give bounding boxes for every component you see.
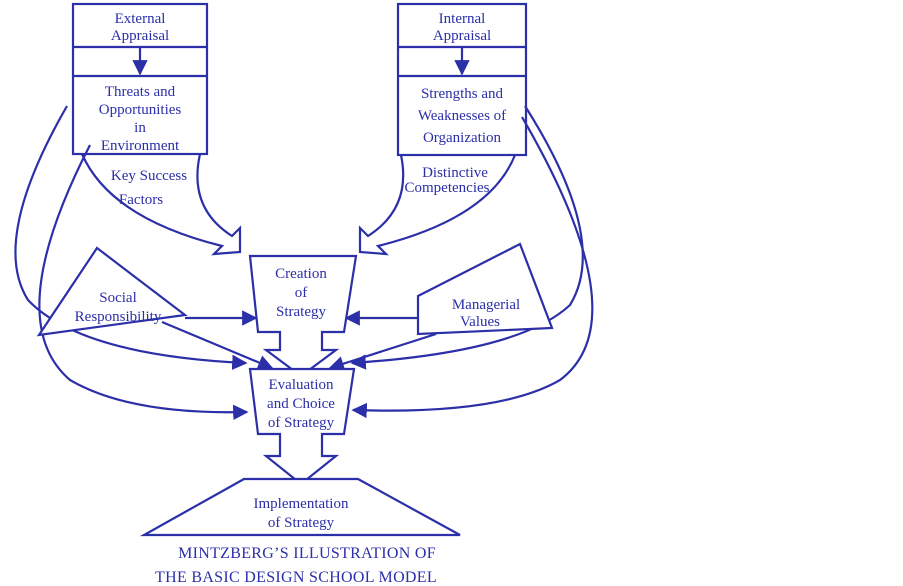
evaluation-group: Evaluation and Choice of Strategy	[248, 367, 356, 486]
creation-label-line1: Creation	[275, 266, 327, 282]
managerial-values-triangle	[416, 242, 554, 336]
key-success-label-line2: Factors	[119, 192, 163, 208]
implementation-group: Implementation of Strategy	[139, 477, 461, 537]
evaluation-label-line1: Evaluation	[269, 377, 334, 393]
social-to-evaluation-arrow	[161, 320, 274, 370]
internal-appraisal-label-line1: Internal	[439, 11, 486, 27]
external-appraisal-label-line2: Appraisal	[111, 28, 169, 44]
right-outer-arrow	[350, 105, 584, 370]
distinctive-competencies-arrow	[358, 154, 517, 256]
threats-label-line1: Threats and	[105, 84, 176, 100]
threats-label-line4: Environment	[101, 138, 180, 154]
social-responsibility-triangle	[36, 246, 188, 337]
social-label-line2: Responsibility	[75, 309, 162, 325]
left-outer-arrow	[14, 105, 248, 371]
strengths-label-line1: Strengths and	[421, 86, 504, 102]
creation-label-line3: Strategy	[276, 304, 326, 320]
implementation-shape	[139, 477, 461, 537]
key-success-label-line1: Key Success	[111, 168, 187, 184]
strengths-label-line2: Weaknesses of	[418, 108, 506, 124]
internal-appraisal-group: Internal Appraisal Strengths and Weaknes…	[358, 2, 528, 256]
internal-appraisal-label-line2: Appraisal	[433, 28, 491, 44]
implementation-label-line1: Implementation	[254, 496, 349, 512]
creation-of-strategy-shape	[248, 254, 358, 378]
evaluation-label-line3: of Strategy	[268, 415, 335, 431]
competencies-label-line2: Competencies	[405, 180, 490, 196]
creation-group: Creation of Strategy	[248, 254, 358, 378]
managerial-label-line2: Values	[460, 314, 500, 330]
creation-label-line2: of	[295, 285, 308, 301]
threats-label-line2: Opportunities	[99, 102, 182, 118]
external-appraisal-label-line1: External	[115, 11, 166, 27]
managerial-to-evaluation-arrow	[328, 332, 437, 372]
competencies-label-line1: Distinctive	[422, 165, 488, 181]
internal-appraisal-box	[396, 2, 528, 157]
caption-line2: THE BASIC DESIGN SCHOOL MODEL	[155, 569, 437, 586]
external-appraisal-box	[71, 2, 209, 156]
right-lower-arrow	[351, 116, 594, 419]
managerial-label-line1: Managerial	[452, 297, 520, 313]
caption-line1: MINTZBERG’S ILLUSTRATION OF	[178, 545, 436, 562]
implementation-label-line2: of Strategy	[268, 515, 335, 531]
external-appraisal-group: External Appraisal Threats and Opportuni…	[71, 2, 242, 256]
key-success-factors-arrow	[80, 153, 242, 256]
threats-label-line3: in	[134, 120, 146, 136]
social-responsibility-group: Social Responsibility	[36, 246, 274, 370]
social-label-line1: Social	[99, 290, 137, 306]
evaluation-and-choice-shape	[248, 367, 356, 486]
managerial-values-group: Managerial Values	[328, 242, 554, 372]
strengths-label-line3: Organization	[423, 130, 502, 146]
left-lower-arrow	[38, 144, 249, 421]
evaluation-label-line2: and Choice	[267, 396, 335, 412]
